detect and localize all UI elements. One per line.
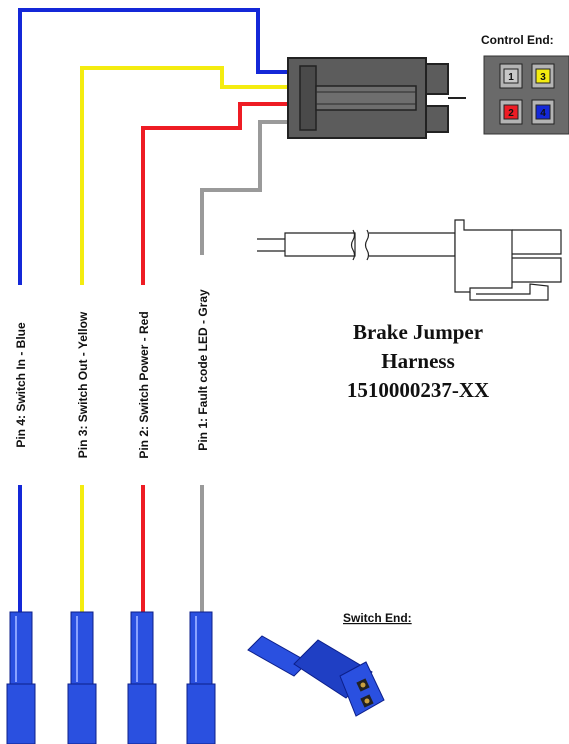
pin-2-marker (503, 104, 519, 120)
switch-end-label: Switch End: (343, 611, 412, 625)
wire-red (141, 102, 292, 620)
pin-2-number: 2 (508, 108, 514, 119)
pin-1-number: 1 (508, 72, 514, 83)
wire-label-pin2: Pin 2: Switch Power - Red (137, 311, 151, 458)
pin-3-marker (535, 68, 551, 84)
control-end-label: Control End: (481, 33, 554, 47)
wire-gray (200, 120, 292, 620)
wire-label-pin1: Pin 1: Fault code LED - Gray (196, 289, 210, 451)
wire-terminal-pin4 (6, 611, 36, 744)
harness-title-line-2: Harness (381, 349, 455, 373)
control-connector-side-view (287, 57, 466, 139)
pin-1-marker (503, 68, 519, 84)
control-end-face-view: 1 3 2 4 (483, 55, 569, 135)
switch-end-connector (247, 635, 385, 717)
harness-title-line-3: 1510000237-XX (347, 378, 489, 402)
harness-outline-drawing (257, 219, 562, 301)
harness-title-line-1: Brake Jumper (353, 320, 483, 344)
wire-label-pin4: Pin 4: Switch In - Blue (14, 322, 28, 448)
pin-4-marker (535, 104, 551, 120)
pin-4-number: 4 (540, 108, 546, 119)
wire-label-pin3: Pin 3: Switch Out - Yellow (76, 311, 90, 458)
wire-terminal-pin2 (127, 611, 157, 744)
wire-yellow (80, 66, 292, 620)
wire-blue (18, 8, 292, 620)
wire-terminal-pin1 (186, 611, 216, 744)
wire-terminal-pin3 (67, 611, 97, 744)
pin-3-number: 3 (540, 72, 546, 83)
